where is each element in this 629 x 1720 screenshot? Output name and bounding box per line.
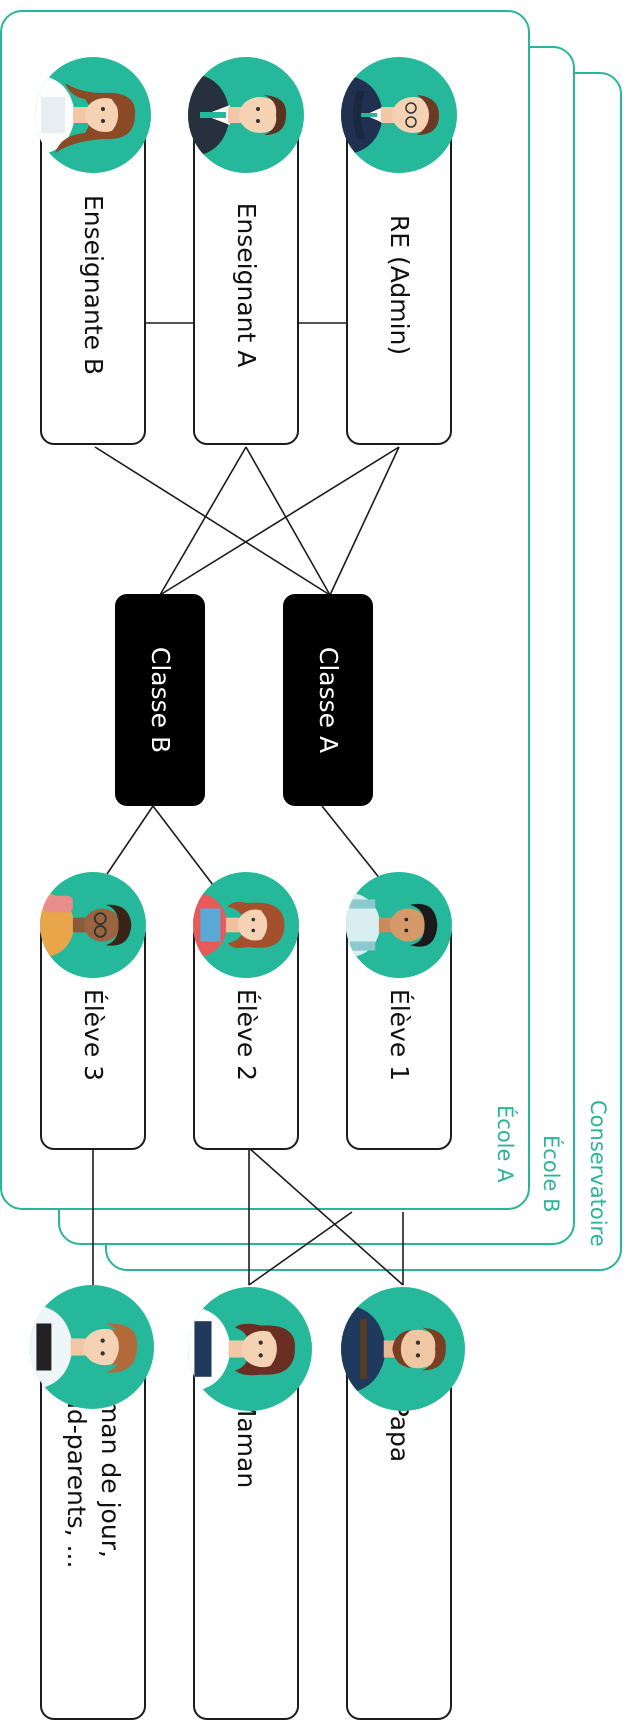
student-girl-avatar-icon [193, 872, 299, 978]
class-box-classe-b: Classe B [115, 594, 205, 806]
link-classe-a-eleve-1 [321, 805, 382, 881]
class-label-classe-b: Classe B [146, 646, 175, 754]
staff-card-enseignant-a: Enseignant A [193, 125, 299, 445]
caregiver-avatar-icon [30, 1285, 154, 1409]
student-label-eleve-2: Élève 2 [232, 988, 261, 1082]
admin-avatar-icon [341, 57, 457, 173]
link-eleve-2-papa [248, 1147, 404, 1286]
link-enseignant-a-classe-a [245, 446, 331, 596]
staff-card-re-admin: RE (Admin) [346, 125, 452, 445]
student-label-eleve-1: Élève 1 [385, 988, 414, 1082]
mother-avatar-icon [188, 1287, 312, 1411]
link-enseignant-a-classe-b [159, 446, 247, 596]
class-label-classe-a: Classe A [314, 646, 343, 754]
student-glasses-avatar-icon [40, 872, 146, 978]
link-eleve-1-maman [248, 1211, 353, 1286]
link-enseignante-b-classe-a [94, 446, 331, 596]
staff-card-enseignante-b: Enseignante B [40, 125, 146, 445]
link-classe-b-eleve-3 [106, 805, 154, 875]
class-box-classe-a: Classe A [283, 594, 373, 806]
staff-label-enseignante-b: Enseignante B [79, 194, 108, 376]
teacher-male-avatar-icon [188, 57, 304, 173]
link-re-classe-a [329, 446, 400, 596]
student-label-eleve-3: Élève 3 [79, 988, 108, 1082]
teacher-female-avatar-icon [35, 57, 151, 173]
student-boy-avatar-icon [346, 872, 452, 978]
link-re-classe-b [159, 446, 400, 596]
staff-label-enseignant-a: Enseignant A [232, 202, 261, 368]
staff-label-re-admin: RE (Admin) [385, 214, 414, 356]
link-classe-b-eleve-2 [152, 805, 214, 886]
father-avatar-icon [341, 1287, 465, 1411]
